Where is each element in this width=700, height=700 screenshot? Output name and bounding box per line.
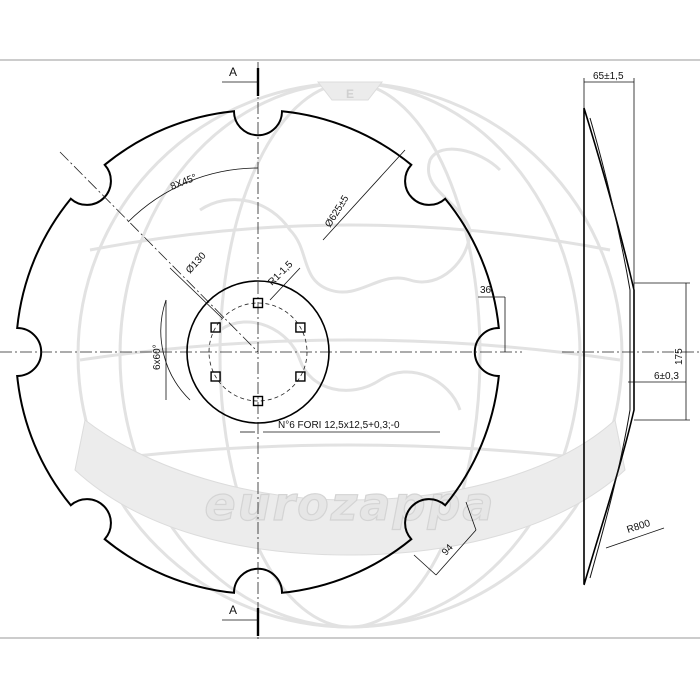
watermark-brand-text: eurozappa — [205, 477, 496, 531]
bolt-circle — [208, 302, 308, 402]
holes-note-label: N°6 FORI 12,5x12,5+0,3;-0 — [278, 420, 400, 431]
notch-depth-label: 36 — [480, 285, 492, 296]
square-holes — [210, 297, 306, 407]
section-label-top: A — [229, 65, 237, 79]
corner-radius-label: R1-1,5 — [266, 259, 295, 288]
section-view: 65±1,5 175 6±0,3 R800 — [562, 71, 700, 586]
notch-width-ext-2 — [465, 501, 477, 531]
square-hole — [295, 322, 306, 333]
hub-height-label: 175 — [674, 348, 685, 365]
hole-angle-label: 6x60° — [152, 344, 163, 370]
square-hole — [295, 371, 306, 382]
profile-outer-edge — [583, 107, 635, 586]
thickness-label: 6±0,3 — [654, 371, 679, 382]
watermark-logo-letter: E — [346, 87, 354, 101]
profile-inner-edge — [589, 117, 631, 579]
square-hole — [210, 322, 221, 333]
watermark-continent-outline — [199, 147, 502, 294]
disc-outline — [16, 110, 500, 594]
corner-radius-leader — [269, 267, 301, 301]
square-hole — [210, 371, 221, 382]
square-hole — [252, 297, 264, 309]
notch-width-line — [435, 529, 477, 576]
notch-width-ext-1 — [413, 554, 437, 576]
bolt-circle-leader — [169, 267, 223, 319]
dish-depth-label: 65±1,5 — [593, 71, 624, 82]
watermark-parallel-low — [99, 443, 601, 462]
dish-radius-leader — [605, 527, 665, 549]
watermark-parallel-top — [89, 223, 611, 252]
diagonal-centerline — [59, 151, 259, 353]
watermark: eurozappa E — [74, 81, 626, 629]
watermark-banner — [74, 419, 626, 556]
watermark-parallel-mid — [79, 338, 621, 362]
outer-diameter-leader — [322, 149, 406, 241]
hole-angle-arc — [160, 299, 191, 401]
section-label-bottom: A — [229, 603, 237, 617]
bolt-circle-label: Ø130 — [184, 250, 209, 276]
square-hole — [252, 395, 264, 407]
watermark-coast-outline — [219, 320, 462, 411]
pitch-angle-arc — [127, 167, 259, 223]
pitch-angle-label: 8X45° — [169, 172, 198, 192]
watermark-logo-icon — [316, 81, 384, 101]
hub-circle — [186, 280, 330, 424]
